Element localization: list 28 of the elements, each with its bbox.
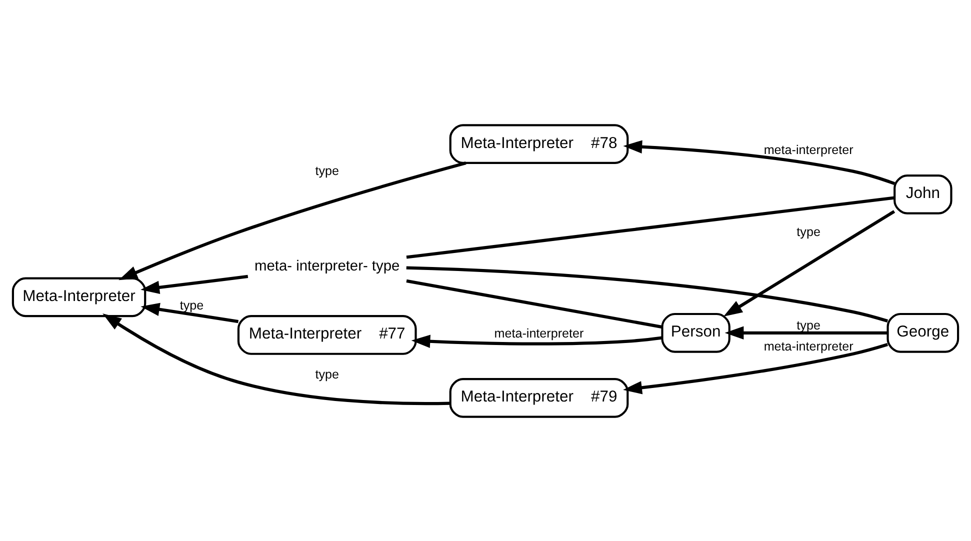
arrow	[724, 210, 896, 316]
edge-label: type	[315, 367, 339, 382]
connector	[406, 196, 895, 258]
node-box: John	[894, 174, 952, 214]
arrow	[623, 342, 888, 394]
arrow	[724, 326, 888, 340]
node-box: Meta-Interpreter	[12, 276, 146, 317]
arrow	[102, 313, 450, 405]
edge-label: meta-interpreter	[764, 338, 854, 353]
edge-label: type	[796, 318, 820, 332]
arrow	[140, 274, 248, 294]
arrow	[140, 302, 239, 323]
node-box: Person	[661, 312, 730, 352]
arrow	[118, 161, 466, 280]
node-box: George	[886, 312, 960, 352]
node-box: Meta-Interpreter #78	[449, 124, 629, 164]
arrow	[623, 140, 896, 185]
edge-label: type	[180, 298, 204, 312]
node-text: meta- interpreter- type	[254, 258, 400, 274]
edge-label: meta-interpreter	[764, 142, 854, 157]
connector	[406, 266, 888, 322]
arrow	[411, 334, 662, 348]
edge-label: type	[315, 164, 339, 178]
edge-label: type	[796, 224, 820, 238]
node-box: Meta-Interpreter #79	[449, 378, 629, 418]
connector	[406, 278, 662, 328]
edge-label: meta-interpreter	[494, 326, 584, 340]
node-box: Meta-Interpreter #77	[237, 314, 417, 354]
